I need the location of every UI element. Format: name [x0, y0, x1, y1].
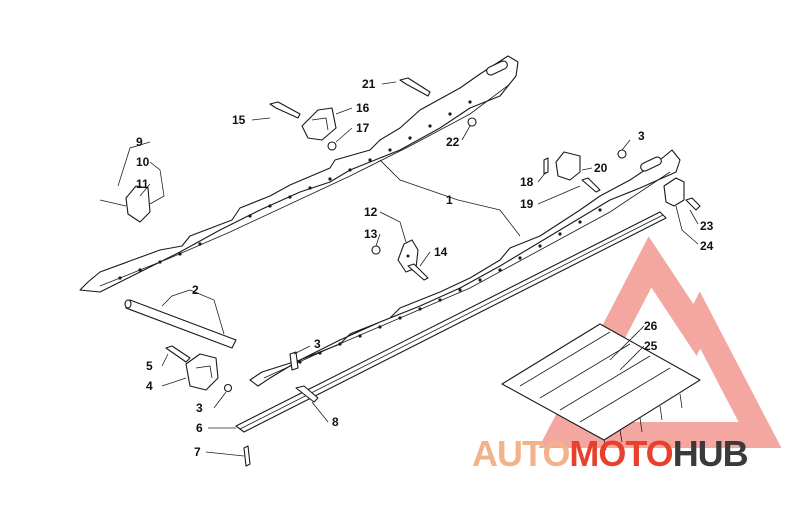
- label-16: 16: [356, 101, 370, 115]
- label-18: 18: [520, 175, 534, 189]
- label-1: 1: [446, 193, 453, 207]
- label-21: 21: [362, 77, 376, 91]
- hitch-bracket: [663, 177, 685, 207]
- label-20: 20: [594, 161, 608, 175]
- label-15: 15: [232, 113, 246, 127]
- label-7: 7: [194, 445, 201, 459]
- label-14: 14: [434, 245, 448, 259]
- stopper-block: [301, 107, 337, 141]
- watermark-logo: [538, 236, 782, 448]
- label-3-top: 3: [638, 129, 645, 143]
- watermark-moto: MOTO: [569, 433, 672, 474]
- label-3-mid: 3: [314, 337, 321, 351]
- label-8: 8: [332, 415, 339, 429]
- label-17: 17: [356, 121, 370, 135]
- label-11: 11: [136, 177, 149, 191]
- label-19: 19: [520, 197, 534, 211]
- small-bracket: [99, 185, 151, 223]
- label-2: 2: [192, 283, 199, 297]
- label-3-low: 3: [196, 401, 203, 415]
- track-segment: [501, 323, 701, 451]
- rear-rail: [79, 55, 519, 293]
- leader-lines: [117, 81, 699, 457]
- label-26: 26: [644, 319, 658, 333]
- watermark-auto: AUTO: [472, 433, 569, 474]
- watermark-text: AUTOMOTOHUB: [472, 433, 749, 474]
- label-5: 5: [146, 359, 153, 373]
- label-6: 6: [196, 421, 203, 435]
- label-25: 25: [644, 339, 658, 353]
- label-22: 22: [446, 135, 460, 149]
- bumper-block: [185, 353, 219, 391]
- label-13: 13: [364, 227, 378, 241]
- label-10: 10: [136, 155, 150, 169]
- label-4: 4: [146, 379, 153, 393]
- front-stopper: [555, 151, 581, 181]
- part-labels: 1 2 3 3 3 4 5 6 7 8 9 10 11 12 13 14 15 …: [136, 77, 714, 459]
- label-12: 12: [364, 205, 378, 219]
- label-23: 23: [700, 219, 714, 233]
- fasteners: [165, 77, 701, 467]
- label-24: 24: [700, 239, 714, 253]
- svg-text:AUTOMOTOHUB: AUTOMOTOHUB: [472, 433, 748, 474]
- label-9: 9: [136, 135, 143, 149]
- cross-shaft: [124, 299, 237, 349]
- watermark-hub: HUB: [673, 433, 748, 474]
